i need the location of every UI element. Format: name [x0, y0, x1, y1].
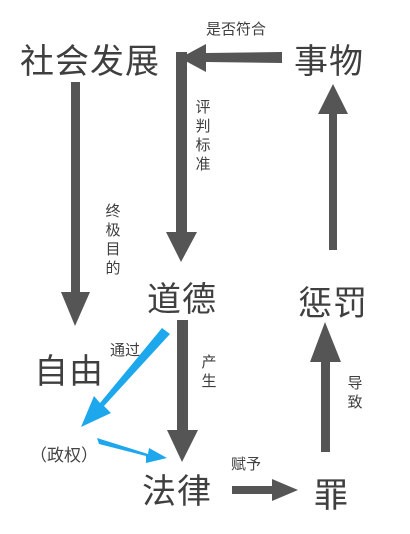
arrow-law-to-crime [232, 479, 298, 501]
node-law: 法律 [142, 472, 212, 512]
arrow-social-to-morality [166, 52, 197, 262]
label-matches: 是否符合 [206, 20, 267, 38]
label-ultimate-goal: 终极目的 [105, 202, 121, 277]
label-produces: 产生 [201, 353, 217, 390]
arrow-morality-to-law [167, 320, 198, 462]
arrow-social-to-freedom [61, 82, 90, 326]
label-through: 通过 [109, 341, 140, 359]
label-grants: 赋予 [231, 455, 262, 473]
node-freedom: 自由 [34, 352, 104, 392]
node-power: （政权） [30, 446, 98, 466]
node-morality: 道德 [147, 280, 217, 320]
arrow-morality-to-power [81, 328, 170, 427]
arrow-power-to-law [97, 438, 167, 463]
label-criterion: 评判标准 [195, 98, 211, 173]
label-leads-to: 导致 [347, 374, 363, 411]
arrow-punishment-to-things [318, 84, 348, 250]
node-social-development: 社会发展 [20, 42, 160, 82]
arrow-things-to-social [180, 44, 282, 72]
node-things: 事物 [294, 42, 364, 82]
node-punishment: 惩罚 [298, 284, 368, 324]
arrow-crime-to-punishment [310, 322, 341, 452]
node-crime: 罪 [314, 476, 349, 516]
